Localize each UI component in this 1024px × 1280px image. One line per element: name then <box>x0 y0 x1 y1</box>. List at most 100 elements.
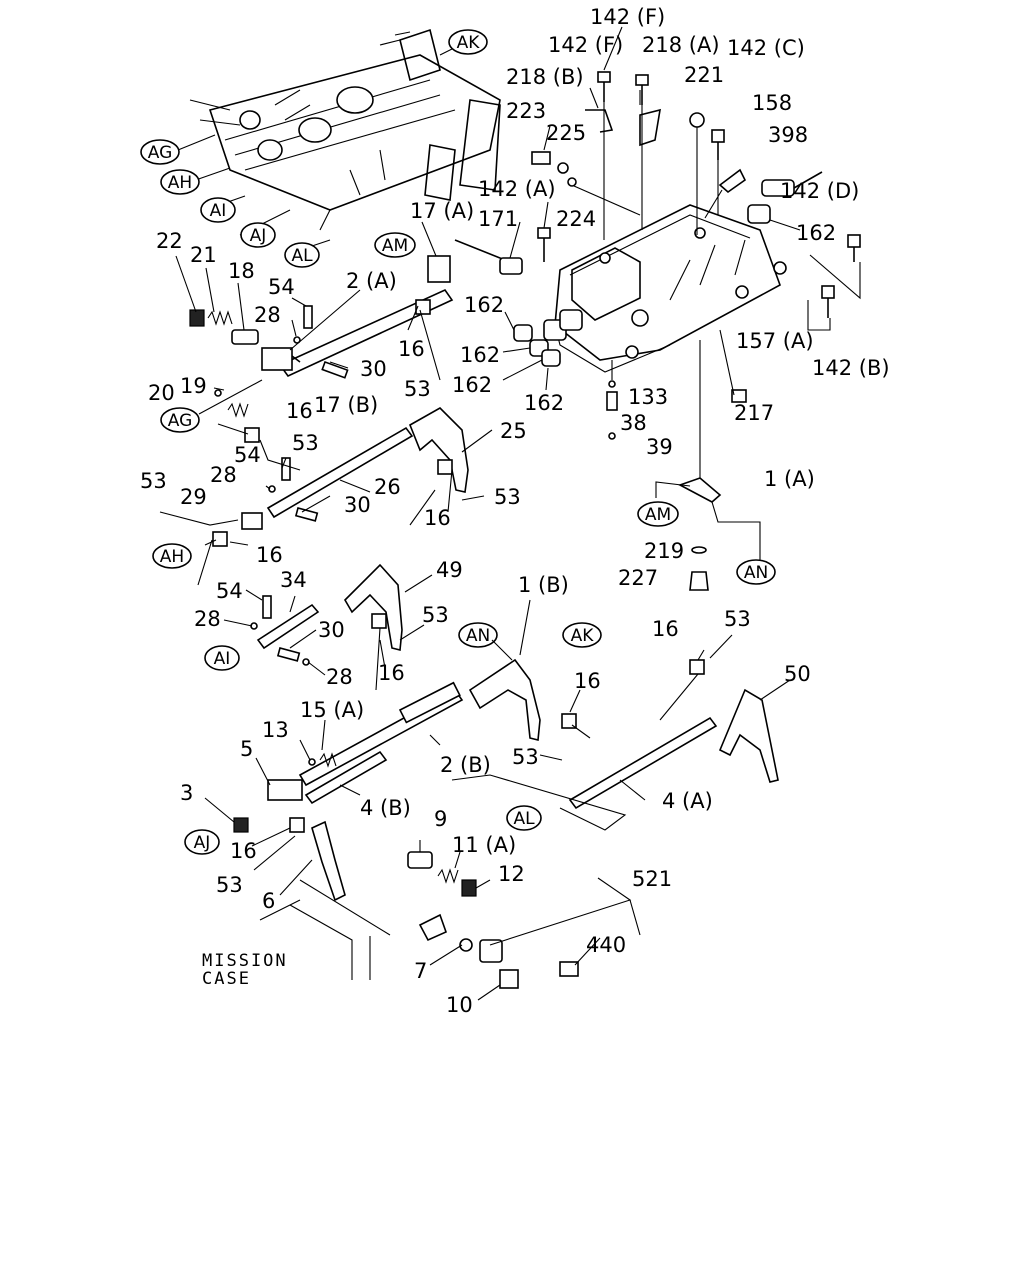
bolt-142d <box>847 234 861 262</box>
tag-an-mid: AN <box>458 622 498 648</box>
spring-11a <box>437 868 459 884</box>
label-28c: 28 <box>194 607 221 631</box>
label-2a: 2 (A) <box>346 269 397 293</box>
label-162-e: 162 <box>524 391 564 415</box>
label-2b: 2 (B) <box>440 753 491 777</box>
detent-pin-9 <box>407 851 433 869</box>
pin-54b <box>281 457 291 481</box>
plug-162-right <box>747 204 771 224</box>
mission-case-note: MISSION CASE <box>202 951 286 989</box>
label-6: 6 <box>262 889 275 913</box>
assembled-shift-mechanism <box>177 28 501 256</box>
label-171: 171 <box>478 207 518 231</box>
label-30b: 30 <box>344 493 371 517</box>
tag-ai-mid: AI <box>204 645 240 671</box>
label-34: 34 <box>280 568 307 592</box>
svg-text:AI: AI <box>214 649 231 669</box>
label-157a: 157 (A) <box>736 329 814 353</box>
label-53a: 53 <box>404 377 431 401</box>
label-53e: 53 <box>422 603 449 627</box>
leader-lines-lever <box>655 481 761 560</box>
plug-12 <box>461 879 477 897</box>
label-28d: 28 <box>326 665 353 689</box>
label-16b: 16 <box>286 399 313 423</box>
label-30a: 30 <box>360 357 387 381</box>
label-4b: 4 (B) <box>360 796 411 820</box>
label-217: 217 <box>734 401 774 425</box>
spring-21 <box>207 310 233 326</box>
label-26: 26 <box>374 475 401 499</box>
pivot-227 <box>689 571 709 591</box>
label-11a: 11 (A) <box>452 833 516 857</box>
plugs-162-cluster <box>513 309 583 367</box>
ball-28b <box>268 485 276 493</box>
shift-rail-4b <box>304 750 388 805</box>
mission-case-outline <box>259 879 391 980</box>
label-162-right: 162 <box>796 221 836 245</box>
label-28a: 28 <box>254 303 281 327</box>
label-17a: 17 (A) <box>410 199 474 223</box>
svg-text:AJ: AJ <box>194 833 211 853</box>
stud-142c <box>711 129 725 160</box>
label-16f: 16 <box>574 669 601 693</box>
tag-ag-top: AG <box>140 139 180 165</box>
connector-440 <box>559 961 579 977</box>
label-133: 133 <box>628 385 668 409</box>
washer-224 <box>567 177 577 187</box>
ball-28a <box>293 336 301 344</box>
label-142f: 142 (F) <box>548 33 623 57</box>
tag-ai-top: AI <box>200 197 236 223</box>
washer-225 <box>557 162 569 174</box>
bolt-16-block5 <box>289 817 305 833</box>
svg-text:AK: AK <box>571 626 595 646</box>
label-158: 158 <box>752 91 792 115</box>
bolt-142a <box>537 227 551 262</box>
label-398: 398 <box>768 123 808 147</box>
svg-text:AH: AH <box>168 173 192 193</box>
label-30c: 30 <box>318 618 345 642</box>
label-142b: 142 (B) <box>812 356 890 380</box>
spring-15a <box>319 752 337 768</box>
label-142c: 142 (C) <box>727 36 805 60</box>
label-53c: 53 <box>140 469 167 493</box>
label-16h: 16 <box>230 839 257 863</box>
label-12: 12 <box>498 862 525 886</box>
label-16a: 16 <box>398 337 425 361</box>
label-5: 5 <box>240 737 253 761</box>
label-162-d: 162 <box>452 373 492 397</box>
shift-fork-25 <box>408 407 469 493</box>
shift-rail-34 <box>256 603 320 650</box>
bolt-16-fork49 <box>371 613 387 629</box>
label-3: 3 <box>180 781 193 805</box>
clamp-158 <box>718 168 747 194</box>
label-16d: 16 <box>424 506 451 530</box>
pin-54c <box>262 595 272 619</box>
oring-7 <box>459 938 473 952</box>
spring-19 <box>227 402 249 418</box>
label-16g: 16 <box>652 617 679 641</box>
bolt-10 <box>499 969 519 989</box>
label-10: 10 <box>446 993 473 1017</box>
label-16c: 16 <box>256 543 283 567</box>
svg-text:AN: AN <box>744 563 768 583</box>
label-28b: 28 <box>210 463 237 487</box>
label-1b: 1 (B) <box>518 573 569 597</box>
block-17a <box>427 255 451 283</box>
label-53h: 53 <box>216 873 243 897</box>
label-53g: 53 <box>512 745 539 769</box>
shift-rail-4a <box>568 716 718 810</box>
tag-ak-top: AK <box>448 29 488 55</box>
label-53b: 53 <box>292 431 319 455</box>
bolt-142f-a <box>597 71 611 102</box>
label-223: 223 <box>506 99 546 123</box>
bolt-16-fork1b <box>561 713 577 729</box>
pin-54a <box>303 305 313 329</box>
svg-text:AG: AG <box>148 143 173 163</box>
switch-body-521 <box>479 939 503 963</box>
leader-lines-top-right <box>543 26 861 485</box>
pin-30b <box>294 507 319 522</box>
sensor-171 <box>454 239 523 275</box>
shift-rail-2a <box>261 288 454 378</box>
